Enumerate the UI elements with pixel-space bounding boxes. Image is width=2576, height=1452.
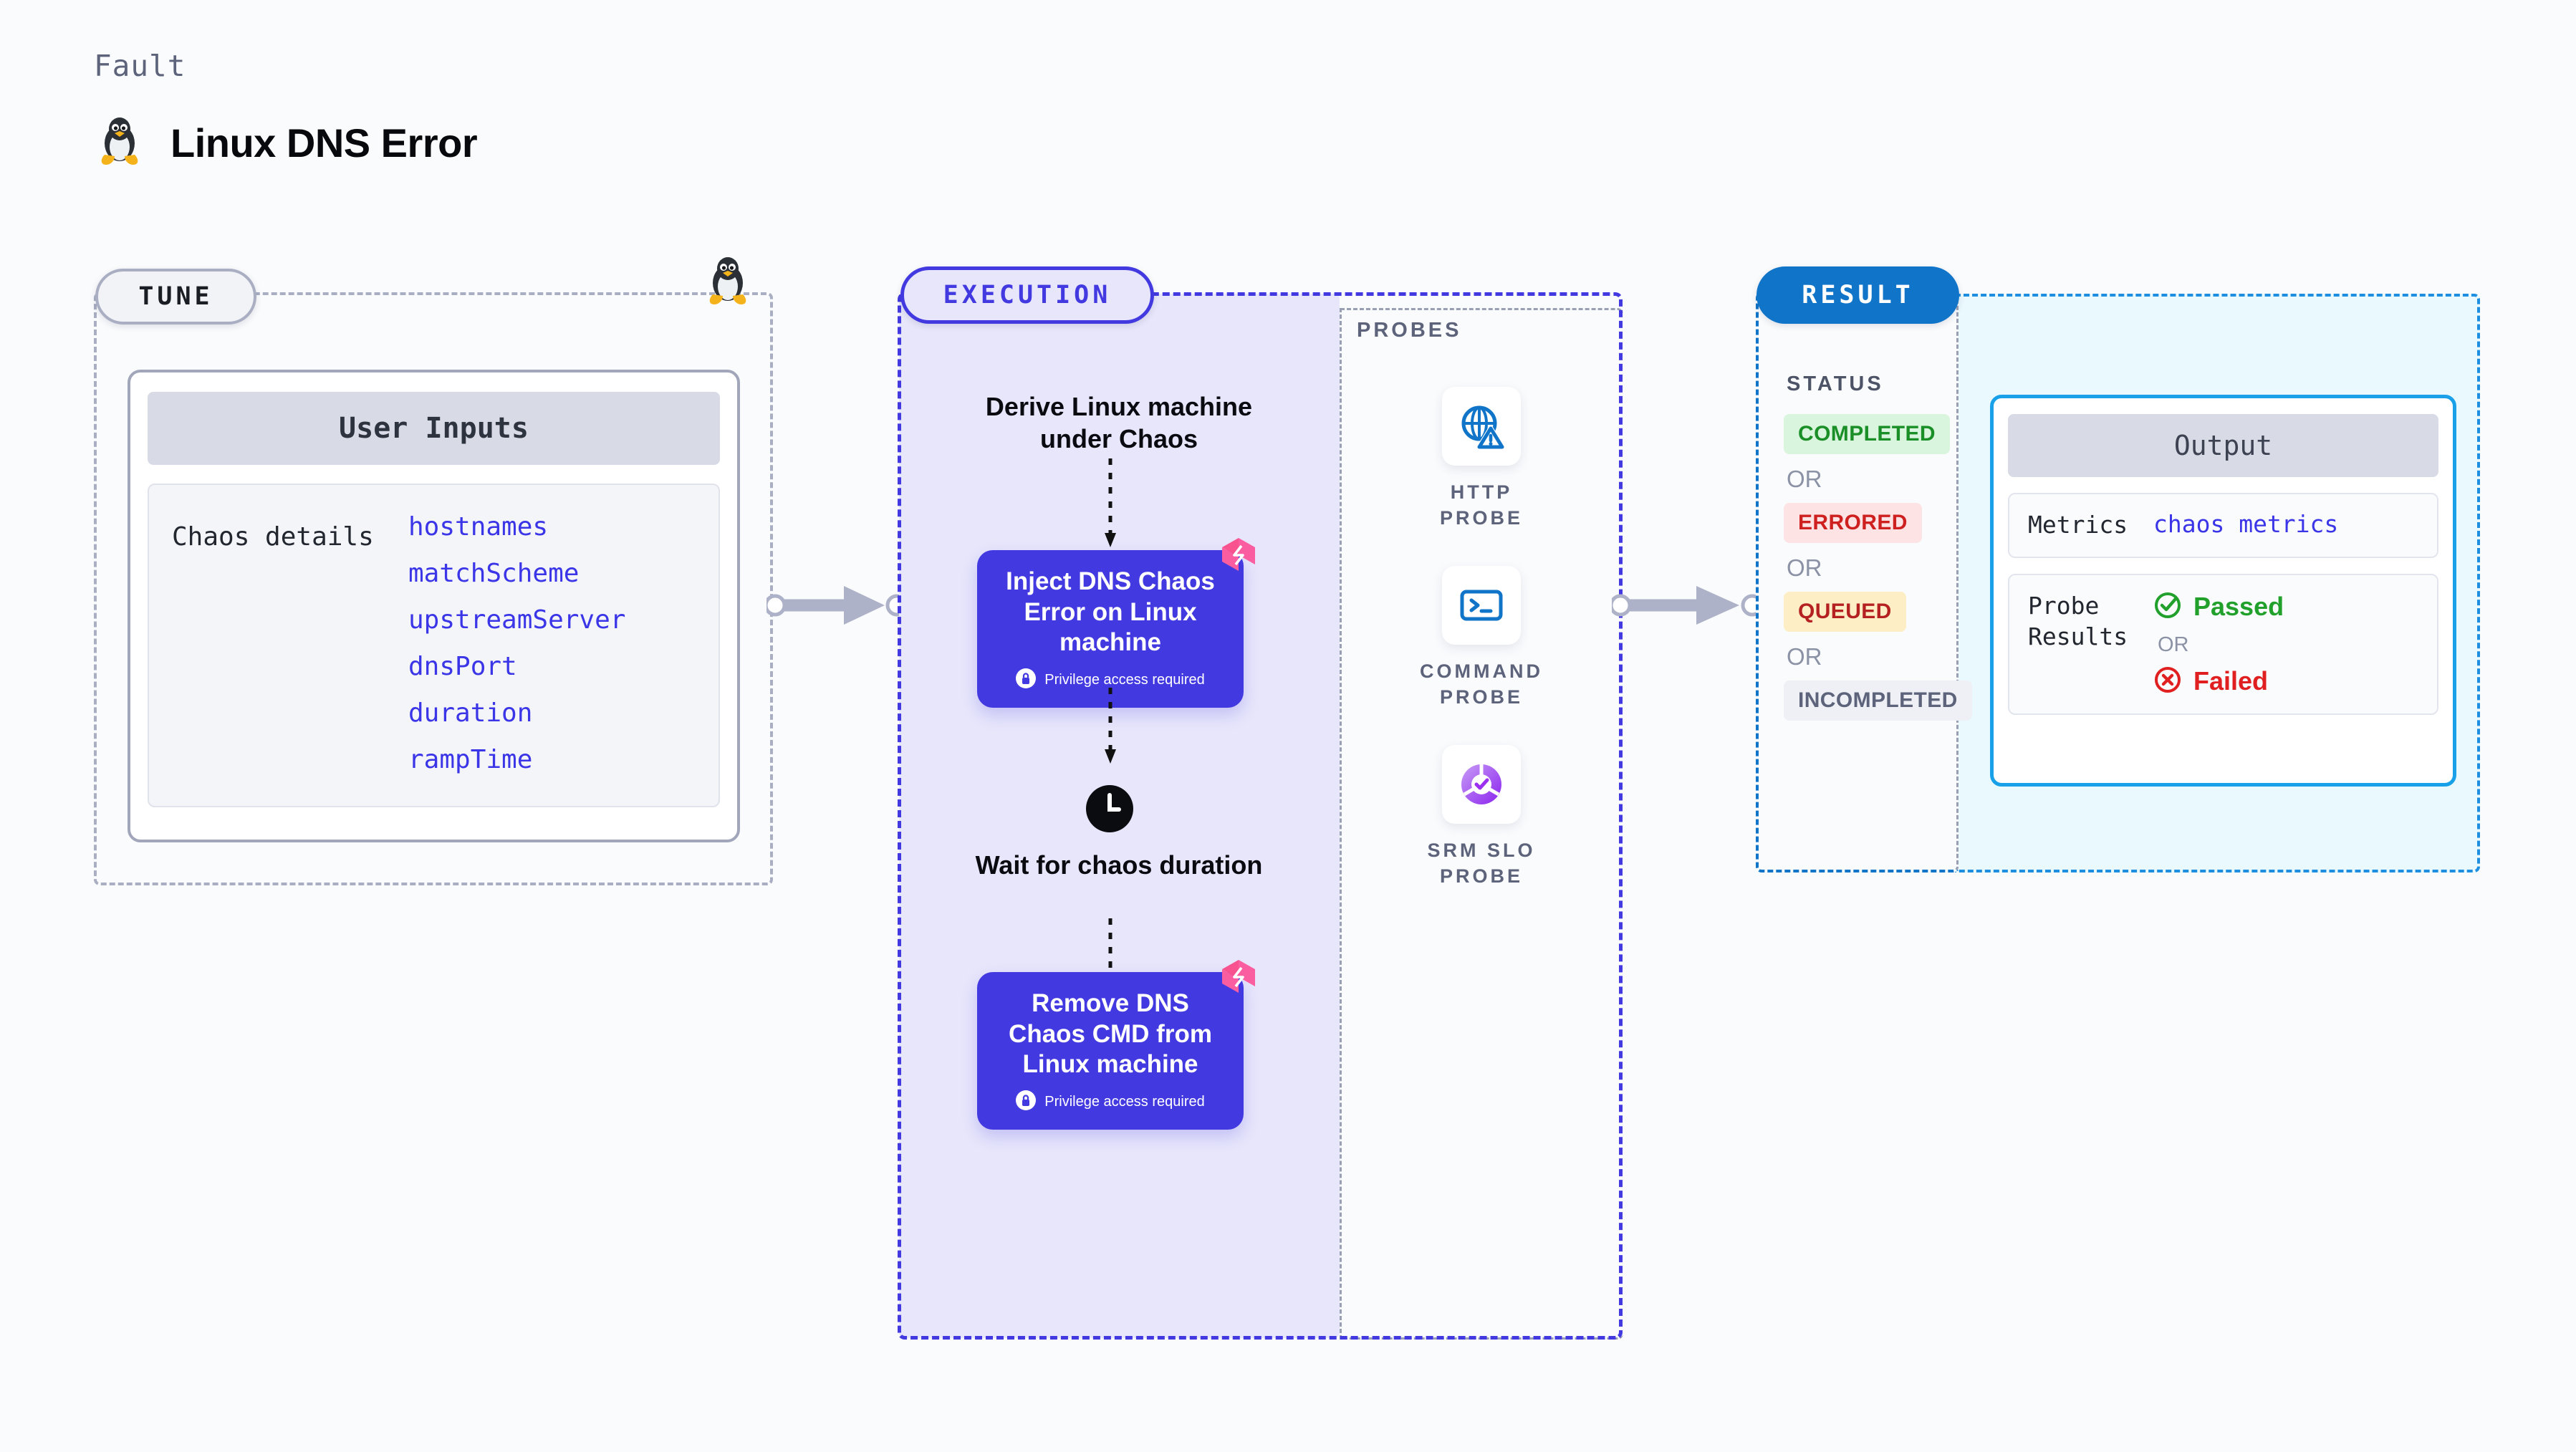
remove-chaos-node[interactable]: Remove DNS Chaos CMD from Linux machine …	[977, 960, 1255, 1130]
probe-result-passed: Passed	[2153, 591, 2284, 623]
output-probe-results-values: Passed OR Failed	[2153, 591, 2284, 698]
derive-machine-text: Derive Linux machine under Chaos	[985, 392, 1253, 454]
terminal-icon	[1442, 566, 1521, 645]
lock-icon	[1016, 1090, 1037, 1114]
clock-icon	[1085, 784, 1134, 837]
probe-result-failed: Failed	[2153, 665, 2284, 698]
wait-duration-text: Wait for chaos duration	[975, 850, 1263, 880]
param-hostnames[interactable]: hostnames	[408, 512, 549, 542]
chaos-details-label: Chaos details	[172, 522, 374, 552]
user-inputs-card: User Inputs Chaos details hostnames matc…	[128, 370, 740, 842]
inject-chaos-node[interactable]: Inject DNS Chaos Error on Linux machine …	[977, 538, 1255, 708]
result-pill[interactable]: RESULT	[1756, 266, 1959, 324]
connector-execution-to-result	[1612, 586, 1764, 625]
status-or-2: OR	[1787, 554, 1822, 581]
execution-pill[interactable]: EXECUTION	[900, 266, 1154, 324]
inject-chaos-privilege-text: Privilege access required	[1044, 672, 1205, 688]
slo-donut-check-icon	[1442, 745, 1521, 824]
status-badge-queued: QUEUED	[1784, 592, 1906, 632]
output-card: Output Metrics chaos metrics Probe Resul…	[1990, 395, 2456, 787]
probe-result-failed-label: Failed	[2193, 666, 2269, 696]
output-probe-results-key: Probe Results	[2028, 591, 2128, 650]
page-title: Linux DNS Error	[170, 120, 478, 165]
linux-penguin-icon	[97, 115, 142, 171]
probe-result-or: OR	[2158, 633, 2189, 656]
result-region	[1756, 292, 1959, 872]
x-circle-icon	[2153, 665, 2182, 698]
output-metrics-value[interactable]: chaos metrics	[2153, 510, 2339, 538]
check-circle-icon	[2153, 591, 2182, 623]
connector-tune-to-execution	[766, 586, 908, 625]
param-upstreamserver[interactable]: upstreamServer	[408, 605, 626, 635]
probes-label: PROBES	[1357, 319, 1462, 342]
output-metrics-row: Metrics chaos metrics	[2008, 493, 2438, 558]
page-title-row: Linux DNS Error	[97, 115, 478, 171]
chaos-logo-icon	[1220, 536, 1257, 577]
chaos-details-params: hostnames matchScheme upstreamServer dns…	[408, 512, 625, 806]
status-or-3: OR	[1787, 643, 1822, 670]
linux-penguin-badge-icon	[706, 254, 750, 311]
status-badge-incompleted: INCOMPLETED	[1784, 681, 1972, 721]
lock-icon	[1016, 668, 1037, 692]
remove-chaos-privilege-text: Privilege access required	[1044, 1094, 1205, 1110]
output-metrics-key: Metrics	[2028, 511, 2128, 539]
arrow-inject-to-wait	[1105, 688, 1116, 764]
execution-region	[898, 292, 1623, 1340]
param-matchscheme[interactable]: matchScheme	[408, 559, 580, 588]
param-duration[interactable]: duration	[408, 698, 533, 728]
remove-chaos-title: Remove DNS Chaos CMD from Linux machine	[1009, 989, 1212, 1079]
probe-result-passed-label: Passed	[2193, 592, 2284, 622]
arrow-derive-to-inject	[1105, 458, 1116, 547]
param-dnsport[interactable]: dnsPort	[408, 652, 517, 681]
output-title: Output	[2008, 414, 2438, 477]
tune-pill[interactable]: TUNE	[95, 269, 256, 324]
probe-command[interactable]: COMMAND PROBE	[1410, 566, 1553, 711]
inject-chaos-title: Inject DNS Chaos Error on Linux machine	[1006, 567, 1215, 657]
probe-srm-slo-label: SRM SLO PROBE	[1427, 840, 1536, 888]
globe-warning-icon	[1442, 387, 1521, 466]
tune-region	[94, 292, 773, 885]
status-badge-errored: ERRORED	[1784, 503, 1922, 543]
status-stack: COMPLETED OR ERRORED OR QUEUED OR INCOMP…	[1784, 414, 1972, 721]
probe-command-label: COMMAND PROBE	[1420, 660, 1543, 708]
status-or-1: OR	[1787, 466, 1822, 492]
user-inputs-title: User Inputs	[148, 392, 720, 465]
probes-region	[1340, 308, 1623, 1340]
probe-srm-slo[interactable]: SRM SLO PROBE	[1410, 745, 1553, 890]
output-probe-results-row: Probe Results Passed OR	[2008, 573, 2438, 715]
inject-chaos-privilege: Privilege access required	[991, 668, 1229, 692]
chaos-details-body: Chaos details hostnames matchScheme upst…	[148, 484, 720, 807]
remove-chaos-privilege: Privilege access required	[991, 1090, 1229, 1114]
status-label: STATUS	[1787, 372, 1884, 395]
page-kicker: Fault	[94, 49, 186, 83]
probe-http[interactable]: HTTP PROBE	[1410, 387, 1553, 532]
chaos-logo-icon	[1220, 958, 1257, 999]
probe-http-label: HTTP PROBE	[1439, 481, 1524, 529]
status-badge-completed: COMPLETED	[1784, 414, 1950, 454]
param-ramptime[interactable]: rampTime	[408, 745, 533, 774]
